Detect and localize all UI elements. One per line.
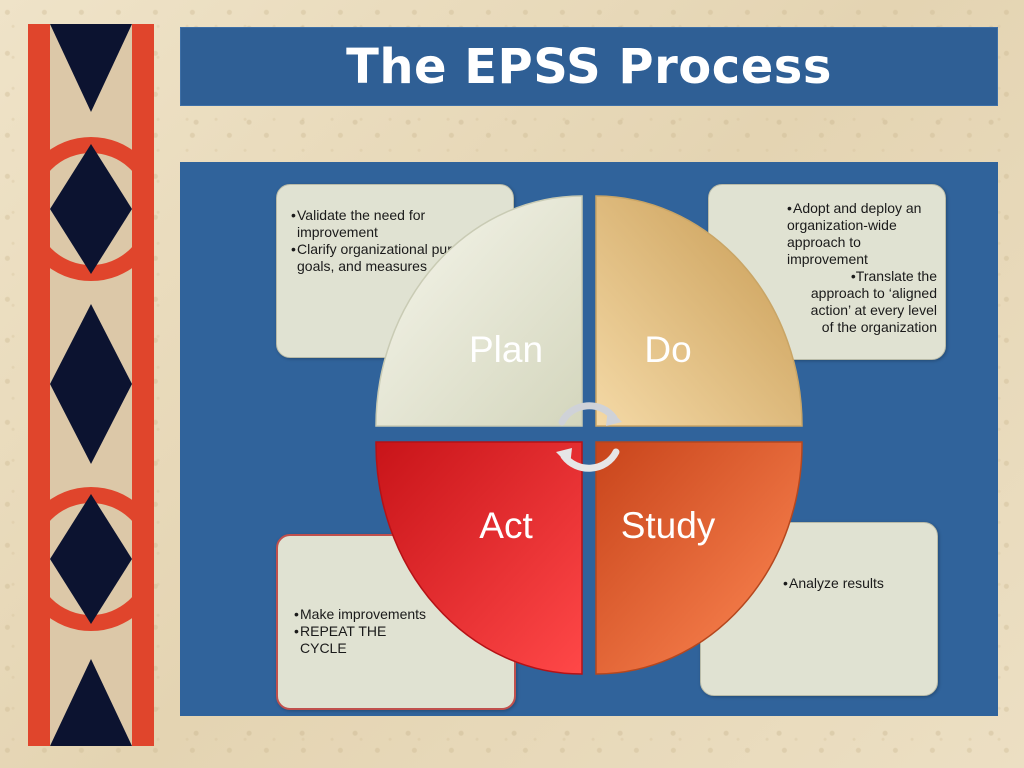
do-bullet-1: Adopt and deploy an organization-wide ap… xyxy=(717,200,937,268)
quadrant-act xyxy=(375,441,583,675)
title-bar: The EPSS Process xyxy=(180,27,998,106)
label-plan: Plan xyxy=(469,329,543,370)
plan-bullet-2: Clarify organizational purpose, goals, a… xyxy=(287,241,503,275)
do-bullet-2: Translate the approach to ‘aligned actio… xyxy=(717,268,937,336)
cycle-arrows-icon xyxy=(556,402,622,472)
act-bullet-2: REPEAT THE CYCLE xyxy=(290,623,504,657)
label-study: Study xyxy=(621,505,716,546)
study-bullet-1: Analyze results xyxy=(709,575,929,592)
plan-bullet-1: Validate the need for improvement xyxy=(287,207,503,241)
label-do: Do xyxy=(644,329,691,370)
pdsa-diagram-panel: Validate the need for improvement Clarif… xyxy=(180,162,998,716)
slide-title: The EPSS Process xyxy=(346,38,832,95)
tribal-border-decoration xyxy=(28,24,154,746)
act-bullet-1: Make improvements xyxy=(290,606,504,623)
quadrant-do xyxy=(595,195,803,427)
pdsa-cycle-circle: Plan Do Act Study xyxy=(375,195,803,675)
label-act: Act xyxy=(479,505,533,546)
quadrant-study xyxy=(595,441,803,675)
quadrant-plan xyxy=(375,195,583,427)
